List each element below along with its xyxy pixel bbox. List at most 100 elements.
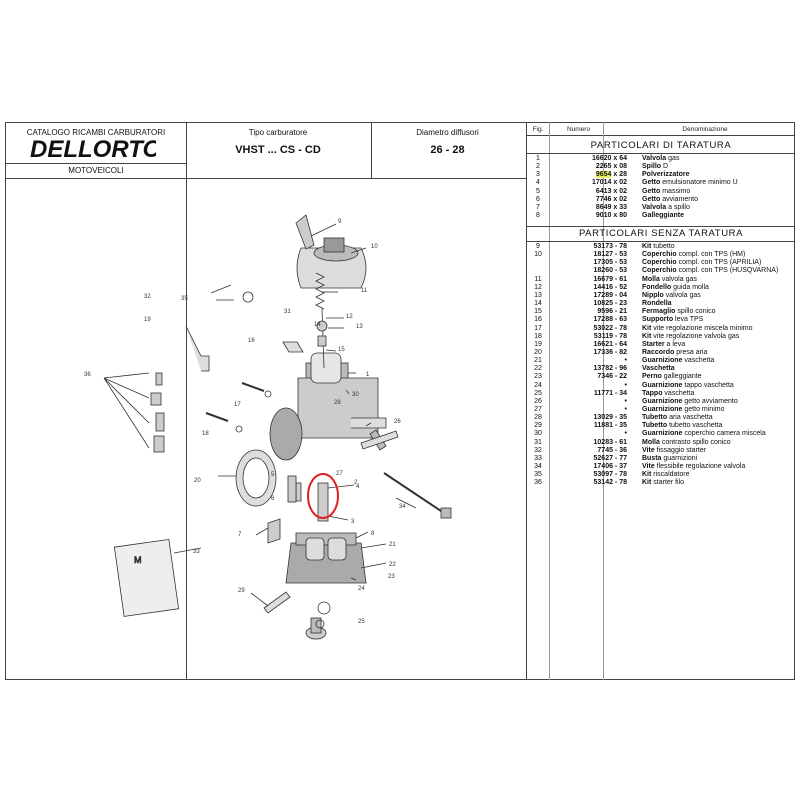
row-number: 6413 x 02 [595,187,627,195]
row-number: 13782 - 96 [593,365,627,373]
row-description: Guarnizione getto minimo [642,406,725,413]
callout-20: 20 [194,478,201,484]
callout-30: 30 [352,392,359,398]
row-description: Coperchio compl. con TPS (APRILIA) [642,259,762,267]
callout-8: 8 [371,531,375,537]
row-description: Molla contrasto spillo conico [642,438,731,446]
callout-26: 26 [394,419,401,425]
row-number: 18260 - 53 [593,267,627,275]
divider [371,123,372,179]
callout-14: 14 [314,322,321,328]
callout-2: 2 [354,480,358,486]
callout-7: 7 [238,532,242,538]
callout-17: 17 [234,402,241,408]
row-number: 17336 - 82 [593,348,627,356]
row-number: • [624,406,627,413]
row-number: 11881 - 35 [593,422,627,430]
row-number: 2265 x 08 [595,163,627,171]
callout-11: 11 [361,288,368,294]
row-fig: 23 [534,373,542,381]
row-number: 16621 - 64 [593,340,627,348]
col-num-header: Numero [566,126,591,133]
row-fig: 8 [536,212,540,220]
callout-9: 9 [338,219,342,225]
row-fig: 29 [534,422,542,430]
row-fig: 12 [534,283,542,291]
divider [549,122,550,680]
row-number: 17289 - 04 [593,291,627,299]
row-number: 9010 x 80 [595,212,627,220]
row-description: Kit vite regolazione valvola gas [642,332,740,340]
callout-27: 27 [336,471,343,477]
row-fig: 22 [534,365,542,373]
row-number: 8649 x 33 [595,203,627,211]
divider [526,123,527,679]
row-description: Raccordo presa aria [642,348,708,356]
col-fig-header: Fig. [532,126,544,133]
row-number: 16679 - 61 [593,275,627,283]
category-label: MOTOVEICOLI [68,166,124,175]
row-number: 17406 - 37 [593,463,627,471]
callout-31: 31 [284,309,291,315]
row-number: 53142 - 78 [593,479,627,487]
callout-5: 5 [271,472,275,478]
row-fig: 3 [536,171,540,179]
row-description: Tubetto aria vaschetta [642,414,713,422]
callout-32: 32 [144,294,151,300]
callout-15: 15 [338,347,345,353]
highlighted-number: 9654 [595,171,612,179]
row-fig: 9 [536,243,540,250]
row-number: 13029 - 35 [593,414,627,422]
row-description: Vite fissaggio starter [642,446,707,454]
row-number: 10825 - 23 [593,300,627,308]
row-number: 53097 - 78 [593,471,627,479]
table-row: 26•Guarnizione getto avviamento [527,398,795,406]
row-number: 16620 x 64 [591,155,627,162]
callout-10: 10 [371,244,378,250]
row-description: Fondello guida molla [642,283,709,291]
callout-34: 34 [399,504,406,510]
row-fig: 11 [534,275,542,283]
callout-3: 3 [351,519,355,525]
row-description: Valvola a spillo [642,203,690,211]
row-description: Getto massimo [642,187,691,195]
callout-13: 13 [356,324,363,330]
type-value: VHST ... CS - CD [235,144,321,156]
row-description: Vaschetta [642,365,675,373]
row-fig: 27 [534,406,542,413]
row-fig: 19 [534,340,542,348]
divider [526,153,795,154]
row-fig: 2 [536,163,540,171]
row-fig: 20 [534,348,542,356]
row-fig: 4 [536,179,540,187]
row-number: • [624,357,627,365]
row-fig: 18 [534,332,542,340]
svg-text:DELLORTO: DELLORTO [30,136,156,162]
type-label: Tipo carburatore [248,128,308,137]
row-description: Tubetto tubetto vaschetta [642,422,723,430]
row-fig: 13 [534,291,542,299]
row-number: 53022 - 78 [593,324,627,332]
row-number: 11771 - 34 [593,389,627,397]
row-description: Kit starter filo [642,479,685,487]
highlight-circle [307,473,339,519]
callout-36: 36 [84,372,91,378]
callout-4: 4 [356,484,360,490]
section-taratura: PARTICOLARI DI TARATURA [590,140,732,151]
callout-1: 1 [366,372,370,378]
row-number: 52627 - 77 [593,454,627,462]
